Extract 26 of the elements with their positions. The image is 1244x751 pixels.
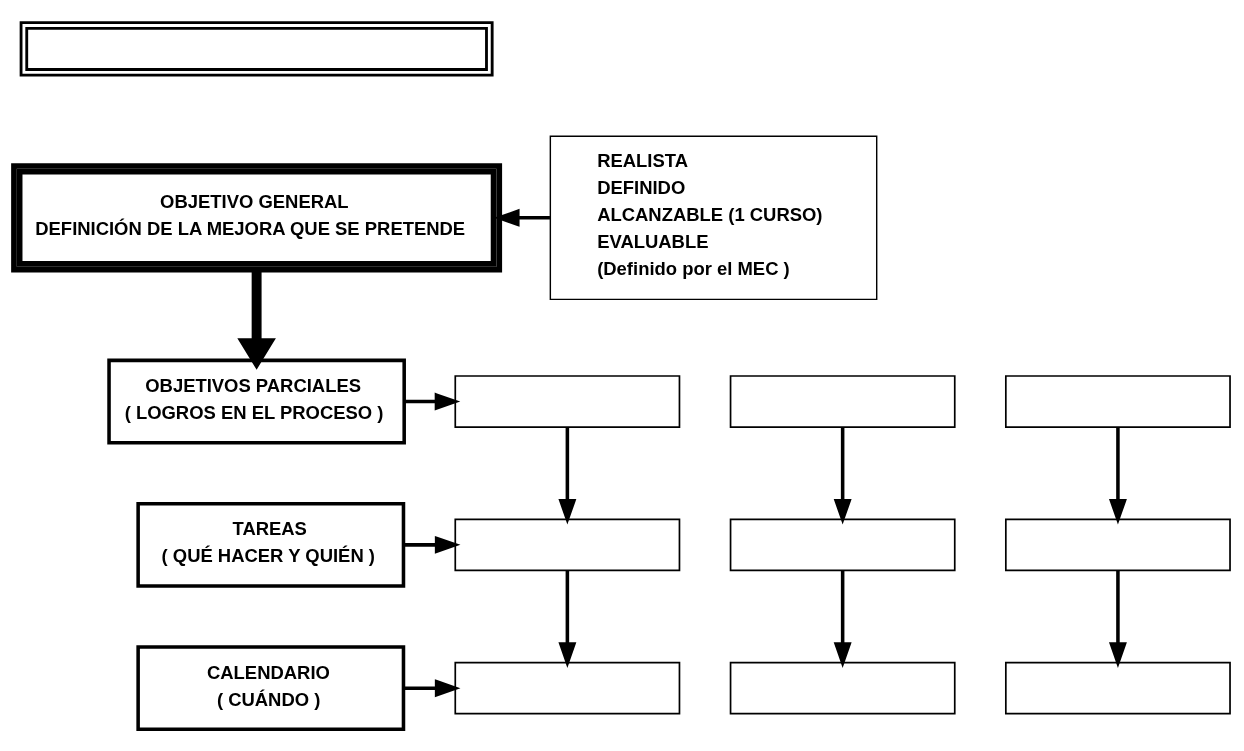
node-box bbox=[729, 661, 956, 715]
arrow bbox=[404, 678, 461, 697]
node-box bbox=[19, 20, 494, 77]
arrow bbox=[404, 535, 461, 554]
arrow bbox=[833, 426, 852, 525]
node-box bbox=[454, 661, 681, 715]
node-box: OBJETIVOS PARCIALES ( LOGROS EN EL PROCESO ) bbox=[107, 358, 406, 444]
node-box: REALISTA DEFINIDO ALCANZABLE (1 CURSO) EVALUABLE (Definido por el MEC ) bbox=[549, 135, 878, 300]
node-box: TAREAS ( QUÉ HACER Y QUIÉN ) bbox=[136, 501, 406, 588]
node-box: OBJETIVO GENERAL DEFINICIÓN DE LA MEJORA QUE SE PRETENDE bbox=[11, 162, 503, 272]
arrow bbox=[404, 392, 461, 410]
node-box: CALENDARIO ( CUÁNDO ) bbox=[136, 644, 406, 731]
node-box bbox=[454, 517, 681, 571]
node-box bbox=[454, 374, 681, 428]
arrow bbox=[833, 570, 852, 668]
node-box bbox=[1005, 517, 1231, 571]
arrow bbox=[1108, 570, 1127, 668]
arrow bbox=[237, 269, 276, 370]
node-box bbox=[1005, 374, 1231, 428]
node-box bbox=[729, 374, 956, 428]
arrow bbox=[558, 570, 577, 668]
node-box bbox=[729, 517, 956, 571]
arrow bbox=[493, 208, 550, 227]
node-box bbox=[1005, 661, 1231, 715]
arrow bbox=[1108, 426, 1127, 525]
arrow bbox=[558, 426, 577, 525]
